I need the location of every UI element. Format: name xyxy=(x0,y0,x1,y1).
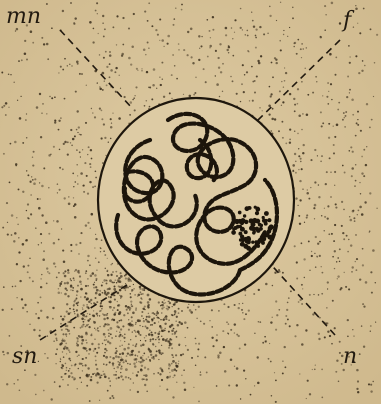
label-mn: mn xyxy=(6,6,41,28)
label-sn: sn xyxy=(12,346,37,368)
label-f: f xyxy=(343,10,351,32)
label-n: n xyxy=(343,346,357,368)
